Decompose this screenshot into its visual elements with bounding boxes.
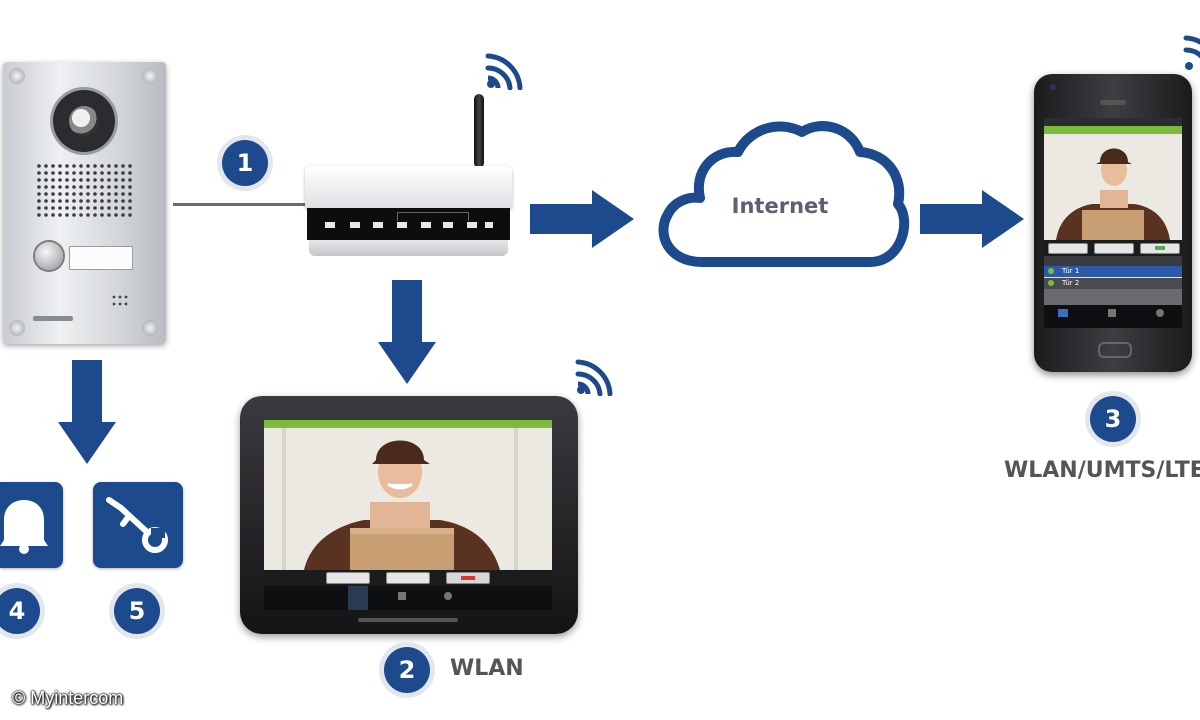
phone-speaker [1100,100,1126,105]
tab-live[interactable] [1058,309,1068,317]
cloud-icon [658,121,910,267]
network-cable [173,203,313,206]
open-door-button[interactable] [1048,243,1088,254]
tab-settings[interactable] [444,592,452,600]
tablet-screen [264,420,552,610]
bell-tile [0,482,63,568]
cloud-label: Internet [731,194,829,218]
router-antenna [474,94,484,168]
screw [9,320,25,336]
wifi-icon [485,53,523,90]
tab-history[interactable] [398,592,406,600]
door-row[interactable]: Tür 1 [1044,266,1182,277]
tab-history[interactable] [1108,309,1116,317]
door-row-label: Tür 1 [1062,267,1080,275]
wifi-icon [1183,35,1200,70]
step-badge-4: 4 [0,588,40,634]
arrow-down-icon [378,280,436,384]
arrow-down-icon [58,360,116,464]
tablet-nav-keys [358,618,458,622]
step-badge-2: 2 [384,647,430,693]
arrow-right-icon [920,190,1024,248]
camera-feed [1044,134,1182,240]
brand-mark [33,316,73,321]
step-label-3: WLAN/UMTS/LTE [1004,458,1200,483]
wifi-router [305,166,512,258]
step-badge-1: 1 [222,140,268,186]
open-door-button[interactable] [326,572,370,584]
speaker-grille [37,164,132,217]
tab-settings[interactable] [1156,309,1164,317]
step-badge-5: 5 [114,588,160,634]
door-row[interactable]: Tür 2 [1044,278,1182,289]
key-icon [106,497,168,553]
copyright-notice: © Myintercom [12,688,124,708]
home-button[interactable] [1098,342,1132,358]
router-leds [325,222,493,228]
wifi-icon [575,359,613,396]
step-label-2: WLAN [450,656,524,681]
screw [142,320,158,336]
call-button[interactable] [35,242,63,270]
screw [142,68,158,84]
door-station [3,62,166,344]
tablet [240,396,578,634]
hang-up-button[interactable] [446,572,490,584]
status-dot [1048,268,1054,274]
light-button[interactable] [386,572,430,584]
camera-lens [53,90,115,152]
phone-screen: Tür 1 Tür 2 [1044,118,1182,328]
light-button[interactable] [1094,243,1134,254]
arrow-right-icon [530,190,634,248]
microphone [112,295,128,306]
camera-feed [264,428,552,570]
step-badge-3: 3 [1090,396,1136,442]
smartphone: Tür 1 Tür 2 [1034,74,1192,372]
status-dot [1048,280,1054,286]
name-plate [69,246,133,270]
screw [9,68,25,84]
door-row-label: Tür 2 [1062,279,1080,287]
tab-live[interactable] [348,586,368,610]
phone-camera [1050,84,1056,90]
bell-icon [0,500,48,554]
accept-button[interactable] [1140,243,1180,254]
key-tile [93,482,183,568]
